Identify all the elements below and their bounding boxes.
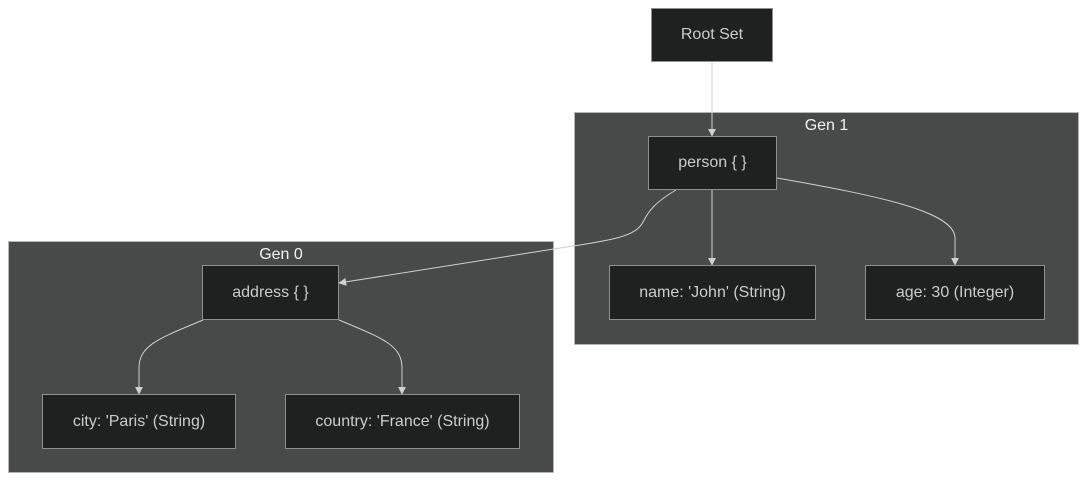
node-city[interactable]: city: 'Paris' (String) [42,394,236,449]
node-country[interactable]: country: 'France' (String) [285,394,520,449]
cluster-gen-0-label: Gen 0 [259,246,303,263]
node-person[interactable]: person { } [648,136,777,190]
node-address-label: address { } [232,283,309,301]
node-age-label: age: 30 (Integer) [895,283,1015,301]
node-root-set[interactable]: Root Set [651,8,773,62]
node-root-set-label: Root Set [680,26,744,43]
node-city-label: city: 'Paris' (String) [72,412,206,430]
cluster-gen-1-label: Gen 1 [804,117,849,134]
node-address[interactable]: address { } [202,265,339,320]
node-name[interactable]: name: 'John' (String) [609,265,816,320]
node-country-label: country: 'France' (String) [315,412,490,430]
node-name-label: name: 'John' (String) [639,283,786,301]
node-age[interactable]: age: 30 (Integer) [865,265,1045,320]
node-person-label: person { } [678,154,747,171]
